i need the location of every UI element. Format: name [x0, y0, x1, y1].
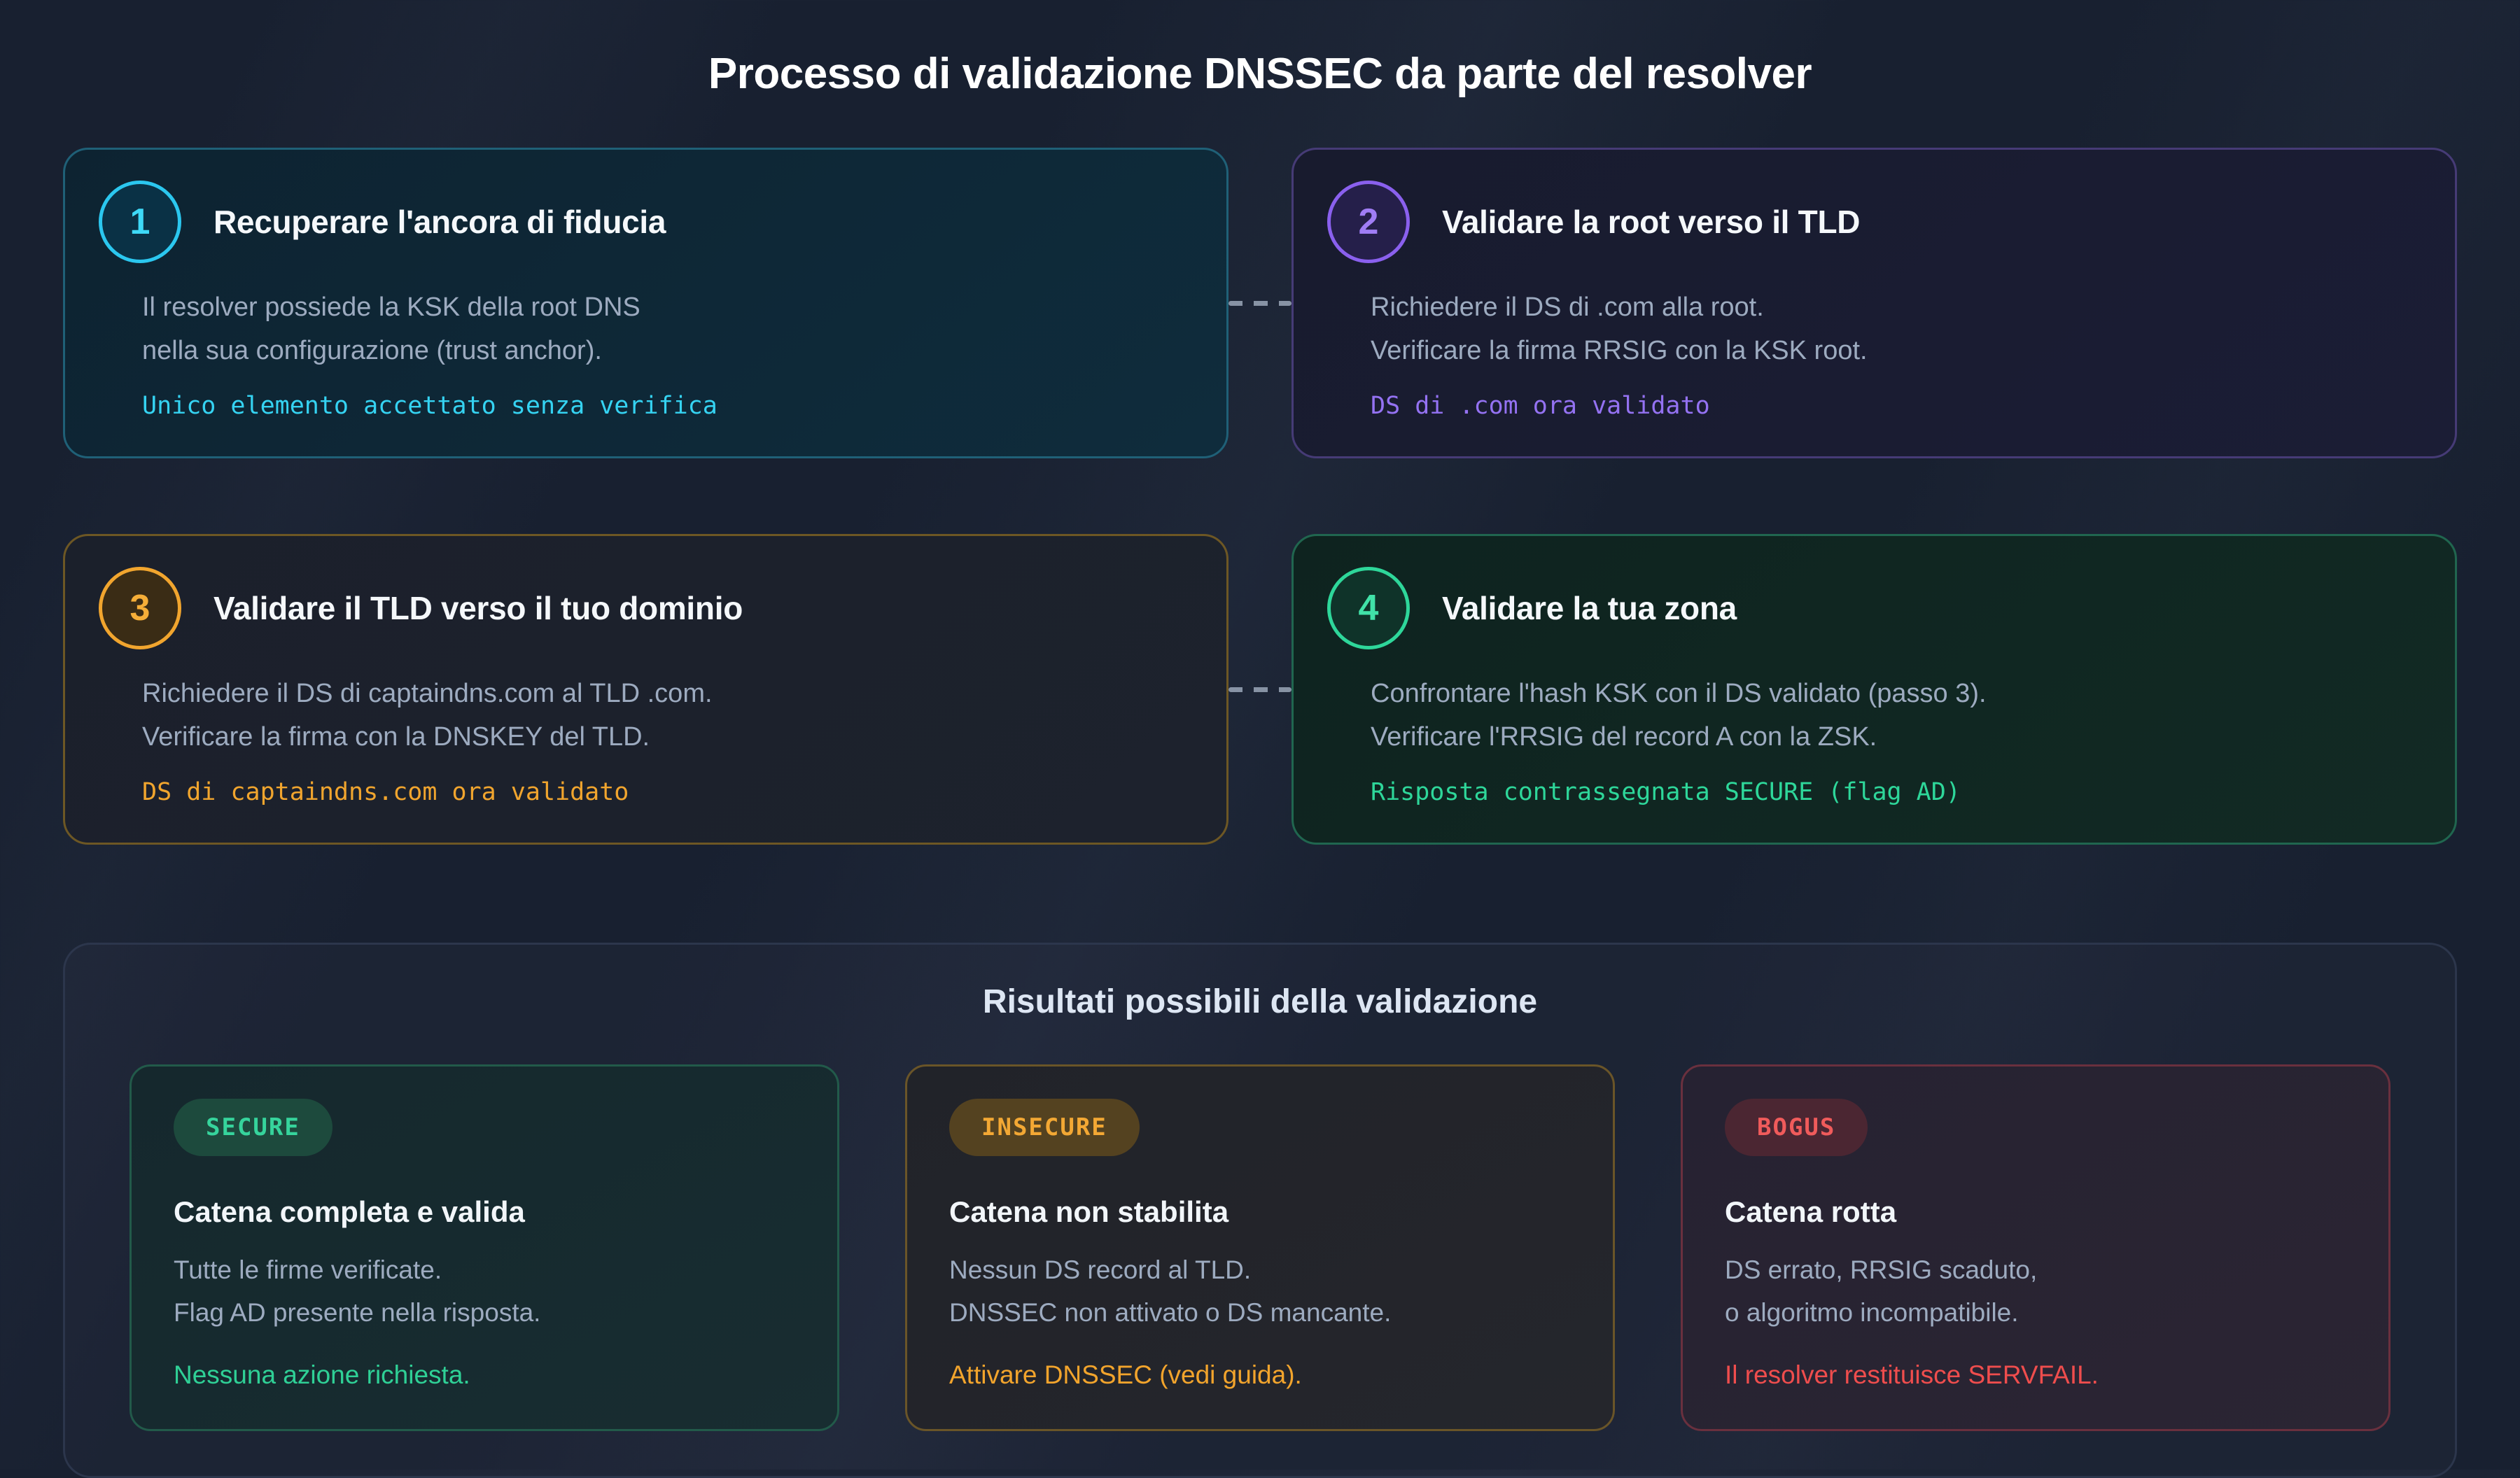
- dashed-connector-step1-step2: [1228, 300, 1292, 306]
- secure-note: Nessuna azione richiesta.: [174, 1360, 470, 1389]
- step-3-header: 3 Validare il TLD verso il tuo dominio: [99, 567, 1177, 649]
- secure-title: Catena completa e valida: [174, 1195, 525, 1228]
- step-2-desc-line-1: Richiedere il DS di .com alla root.: [1371, 293, 1764, 322]
- bogus-note: Il resolver restituisce SERVFAIL.: [1725, 1360, 2099, 1389]
- insecure-note: Attivare DNSSEC (vedi guida).: [949, 1360, 1302, 1389]
- step-4-number-badge: 4: [1327, 567, 1410, 649]
- insecure-badge: INSECURE: [949, 1099, 1140, 1156]
- secure-desc-line-1: Tutte le firme verificate.: [174, 1255, 442, 1284]
- steps-grid: 1 Recuperare l'ancora di fiducia Il reso…: [63, 148, 2457, 845]
- result-card-bogus: BOGUS Catena rotta DS errato, RRSIG scad…: [1681, 1064, 2390, 1431]
- step-2-number-badge: 2: [1327, 181, 1410, 263]
- step-3-number-badge: 3: [99, 567, 181, 649]
- step-3-title: Validare il TLD verso il tuo dominio: [214, 590, 743, 626]
- step-1-header: 1 Recuperare l'ancora di fiducia: [99, 181, 1177, 263]
- step-card-validate-zone: 4 Validare la tua zona Confrontare l'has…: [1292, 534, 2457, 845]
- step-2-desc-line-2: Verificare la firma RRSIG con la KSK roo…: [1371, 336, 1868, 365]
- step-4-title: Validare la tua zona: [1442, 590, 1737, 626]
- step-card-tld-to-domain: 3 Validare il TLD verso il tuo dominio R…: [63, 534, 1228, 845]
- step-4-note: Risposta contrassegnata SECURE (flag AD): [1371, 778, 1961, 806]
- step-4-desc-line-2: Verificare l'RRSIG del record A con la Z…: [1371, 722, 1877, 752]
- step-4-desc-line-1: Confrontare l'hash KSK con il DS validat…: [1371, 679, 1987, 708]
- step-2-title: Validare la root verso il TLD: [1442, 204, 1861, 240]
- step-3-desc-line-2: Verificare la firma con la DNSKEY del TL…: [142, 722, 650, 752]
- step-3-desc-line-1: Richiedere il DS di captaindns.com al TL…: [142, 679, 713, 708]
- results-grid: SECURE Catena completa e valida Tutte le…: [130, 1064, 2390, 1431]
- insecure-desc-line-1: Nessun DS record al TLD.: [949, 1255, 1252, 1284]
- step-1-desc-line-2: nella sua configurazione (trust anchor).: [142, 336, 602, 365]
- results-panel: Risultati possibili della validazione SE…: [63, 943, 2457, 1478]
- bogus-desc-line-2: o algoritmo incompatibile.: [1725, 1298, 2019, 1327]
- insecure-title: Catena non stabilita: [949, 1195, 1229, 1228]
- step-1-desc-line-1: Il resolver possiede la KSK della root D…: [142, 293, 640, 322]
- bogus-badge: BOGUS: [1725, 1099, 1868, 1156]
- step-1-note: Unico elemento accettato senza verifica: [142, 392, 718, 420]
- step-row-1: 1 Recuperare l'ancora di fiducia Il reso…: [63, 148, 2457, 458]
- results-title: Risultati possibili della validazione: [982, 983, 1538, 1020]
- secure-desc-line-2: Flag AD presente nella risposta.: [174, 1298, 541, 1327]
- page-title: Processo di validazione DNSSEC da parte …: [708, 50, 1812, 98]
- result-card-insecure: INSECURE Catena non stabilita Nessun DS …: [905, 1064, 1615, 1431]
- step-row-2: 3 Validare il TLD verso il tuo dominio R…: [63, 534, 2457, 845]
- step-1-number-badge: 1: [99, 181, 181, 263]
- step-4-header: 4 Validare la tua zona: [1327, 567, 2406, 649]
- insecure-desc-line-2: DNSSEC non attivato o DS mancante.: [949, 1298, 1392, 1327]
- bogus-desc-line-1: DS errato, RRSIG scaduto,: [1725, 1255, 2038, 1284]
- result-card-secure: SECURE Catena completa e valida Tutte le…: [130, 1064, 839, 1431]
- bogus-title: Catena rotta: [1725, 1195, 1897, 1228]
- step-2-header: 2 Validare la root verso il TLD: [1327, 181, 2406, 263]
- step-2-note: DS di .com ora validato: [1371, 392, 1710, 420]
- secure-badge: SECURE: [174, 1099, 332, 1156]
- step-card-trust-anchor: 1 Recuperare l'ancora di fiducia Il reso…: [63, 148, 1228, 458]
- step-card-root-to-tld: 2 Validare la root verso il TLD Richiede…: [1292, 148, 2457, 458]
- dashed-connector-step3-step4: [1228, 687, 1292, 692]
- step-3-note: DS di captaindns.com ora validato: [142, 778, 629, 806]
- step-1-title: Recuperare l'ancora di fiducia: [214, 204, 666, 240]
